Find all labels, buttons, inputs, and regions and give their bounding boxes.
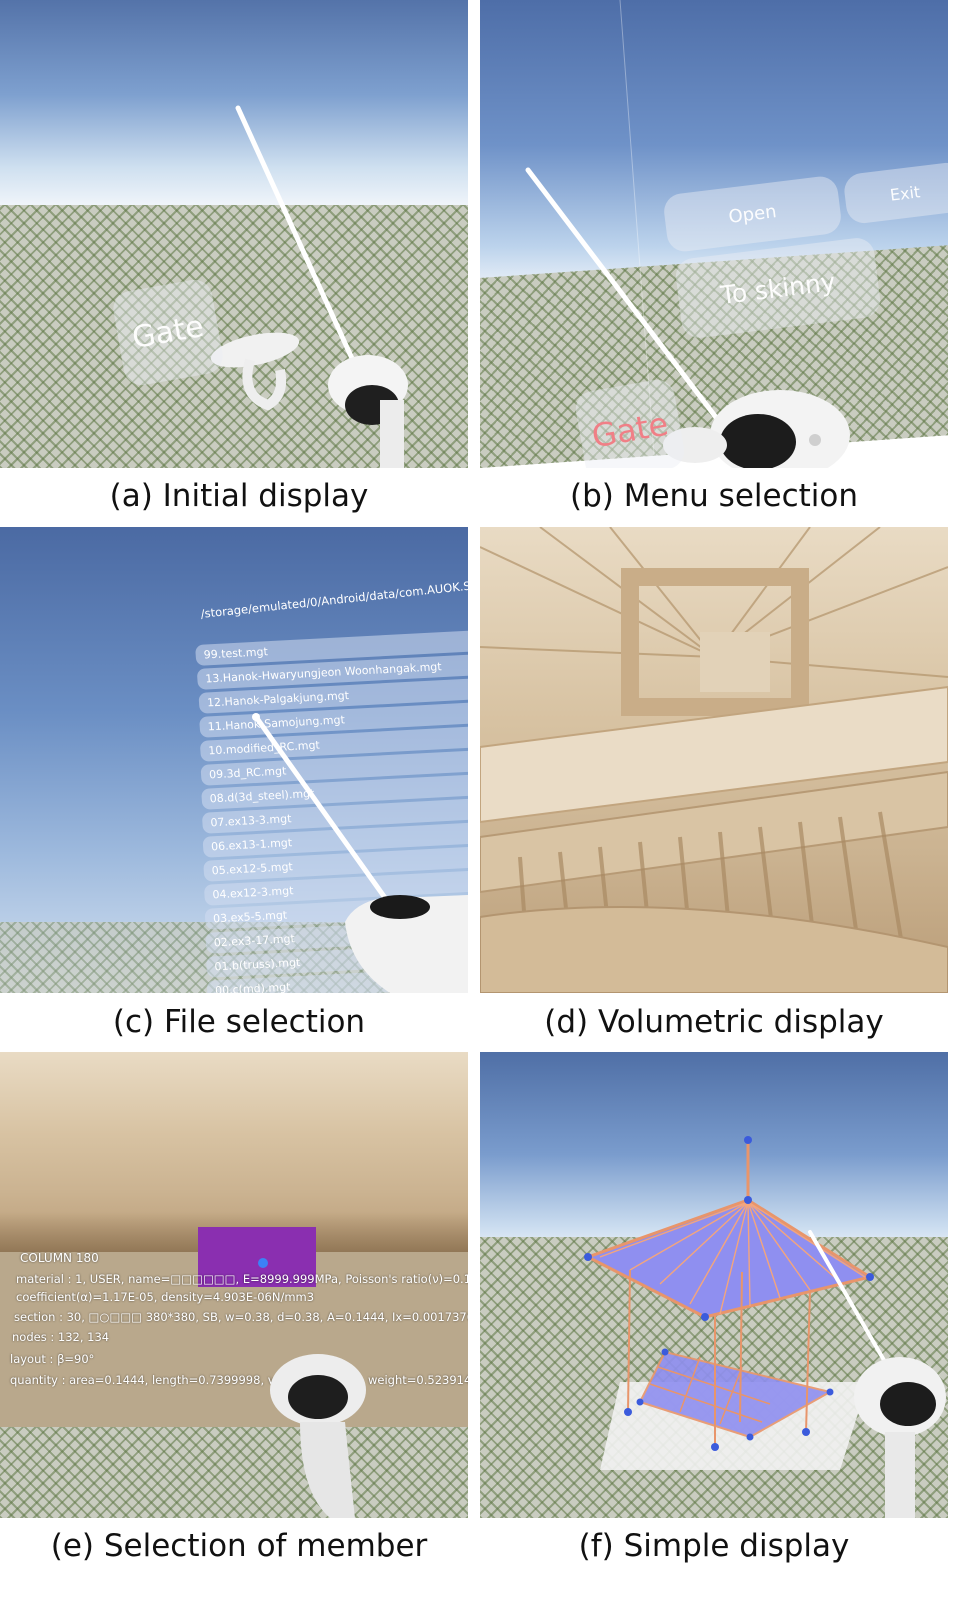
controller-icon — [270, 1354, 366, 1518]
floor-grid-lines — [649, 1356, 771, 1425]
member-quantity: quantity : area=0.1444, length=0.7399998… — [10, 1373, 275, 1387]
member-weight: weight=0.5239148 — [368, 1373, 468, 1387]
caption-e: (e) Selection of member — [50, 1528, 428, 1564]
roof-rafters — [599, 1201, 866, 1315]
pointer-ray — [253, 714, 391, 905]
pointer-ray — [808, 1230, 887, 1364]
exit-label: Exit — [888, 181, 922, 205]
panel-menu-selection: Open Exit To skinny Gate — [480, 0, 948, 468]
timber-roof-interior — [480, 527, 948, 993]
pointer-ray — [235, 105, 358, 368]
vr-scene-e — [270, 1354, 366, 1518]
pointer-ray — [525, 167, 721, 423]
controller-icon — [854, 1357, 946, 1518]
tiled-floor — [0, 1427, 468, 1518]
member-nodes: nodes : 132, 134 — [12, 1330, 110, 1344]
vr-scene-c — [252, 713, 468, 993]
panel-initial-display: Gate — [0, 0, 468, 468]
open-label: Open — [727, 200, 778, 228]
vr-scene-b — [525, 0, 850, 468]
panel-simple-display — [480, 1052, 948, 1518]
caption-c: (c) File selection — [112, 1004, 366, 1040]
controller-icon — [663, 390, 850, 468]
columns — [627, 1269, 811, 1447]
selected-member-highlight[interactable] — [198, 1227, 316, 1287]
caption-d: (d) Volumetric display — [544, 1004, 884, 1040]
controller-icon — [345, 895, 468, 993]
member-material: material : 1, USER, name=□□□□□□, E=8999.… — [16, 1272, 468, 1286]
panel-member-selection: COLUMN 180 material : 1, USER, name=□□□□… — [0, 1052, 468, 1518]
member-title: COLUMN 180 — [20, 1251, 99, 1265]
caption-a: (a) Initial display — [109, 478, 369, 514]
node-markers — [584, 1136, 874, 1451]
controller-icon — [210, 332, 408, 468]
member-coefficient: coefficient(α)=1.17E-05, density=4.903E-… — [16, 1290, 315, 1304]
caption-b: (b) Menu selection — [569, 478, 859, 514]
caption-f: (f) Simple display — [578, 1528, 850, 1564]
member-layout: layout : β=90° — [10, 1352, 95, 1366]
gate-label-highlighted: Gate — [588, 404, 672, 456]
wireframe-pavilion — [584, 1136, 946, 1518]
panel-volumetric-display — [480, 527, 948, 993]
to-skinny-label: To skinny — [719, 266, 837, 310]
panel-file-selection: /storage/emulated/0/Android/data/com.AUO… — [0, 527, 468, 993]
gate-button[interactable]: Gate — [110, 277, 226, 388]
sky — [480, 0, 948, 290]
sky — [0, 0, 468, 210]
vr-scene-a — [210, 105, 408, 468]
gate-label: Gate — [129, 309, 207, 356]
selection-dot — [258, 1258, 268, 1268]
gate-button[interactable]: Gate — [572, 377, 688, 468]
member-section: section : 30, □○□□□ 380*380, SB, w=0.38,… — [14, 1310, 468, 1324]
guide-line — [619, 0, 656, 468]
